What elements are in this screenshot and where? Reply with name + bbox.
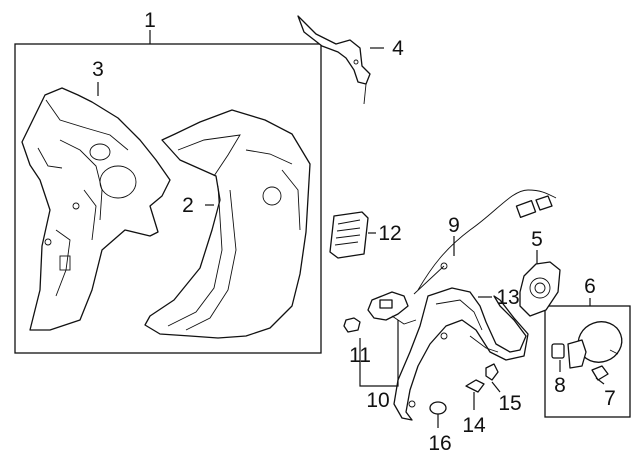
callout-12: 12: [378, 222, 401, 245]
part-inner-panel: [21, 87, 171, 331]
callout-5: 5: [531, 228, 543, 251]
part-bracket: [297, 15, 371, 105]
callout-4: 4: [392, 37, 404, 60]
callout-16: 16: [428, 432, 451, 455]
leader-lines: [97, 30, 605, 428]
part-clips: [429, 363, 499, 415]
callout-2: 2: [182, 194, 194, 217]
part-grille: [329, 211, 369, 259]
callout-1: 1: [144, 9, 156, 32]
callout-14: 14: [462, 414, 486, 437]
part-fuel-door: [551, 321, 623, 381]
group-box-1: [14, 43, 322, 354]
callout-3: 3: [92, 58, 104, 81]
callout-6: 6: [584, 275, 596, 298]
callout-11: 11: [349, 344, 371, 367]
part-wheel-liner: [393, 287, 529, 421]
callout-15: 15: [498, 392, 521, 415]
part-latch: [343, 291, 417, 333]
part-outer-panel: [144, 109, 311, 339]
callout-10: 10: [366, 389, 389, 412]
callout-9: 9: [448, 214, 460, 237]
part-fuel-housing: [519, 261, 561, 317]
callout-13: 13: [496, 286, 519, 309]
callout-8: 8: [554, 374, 566, 397]
group-box-6: [544, 305, 631, 418]
part-cable: [413, 189, 557, 295]
callout-7: 7: [604, 387, 616, 410]
